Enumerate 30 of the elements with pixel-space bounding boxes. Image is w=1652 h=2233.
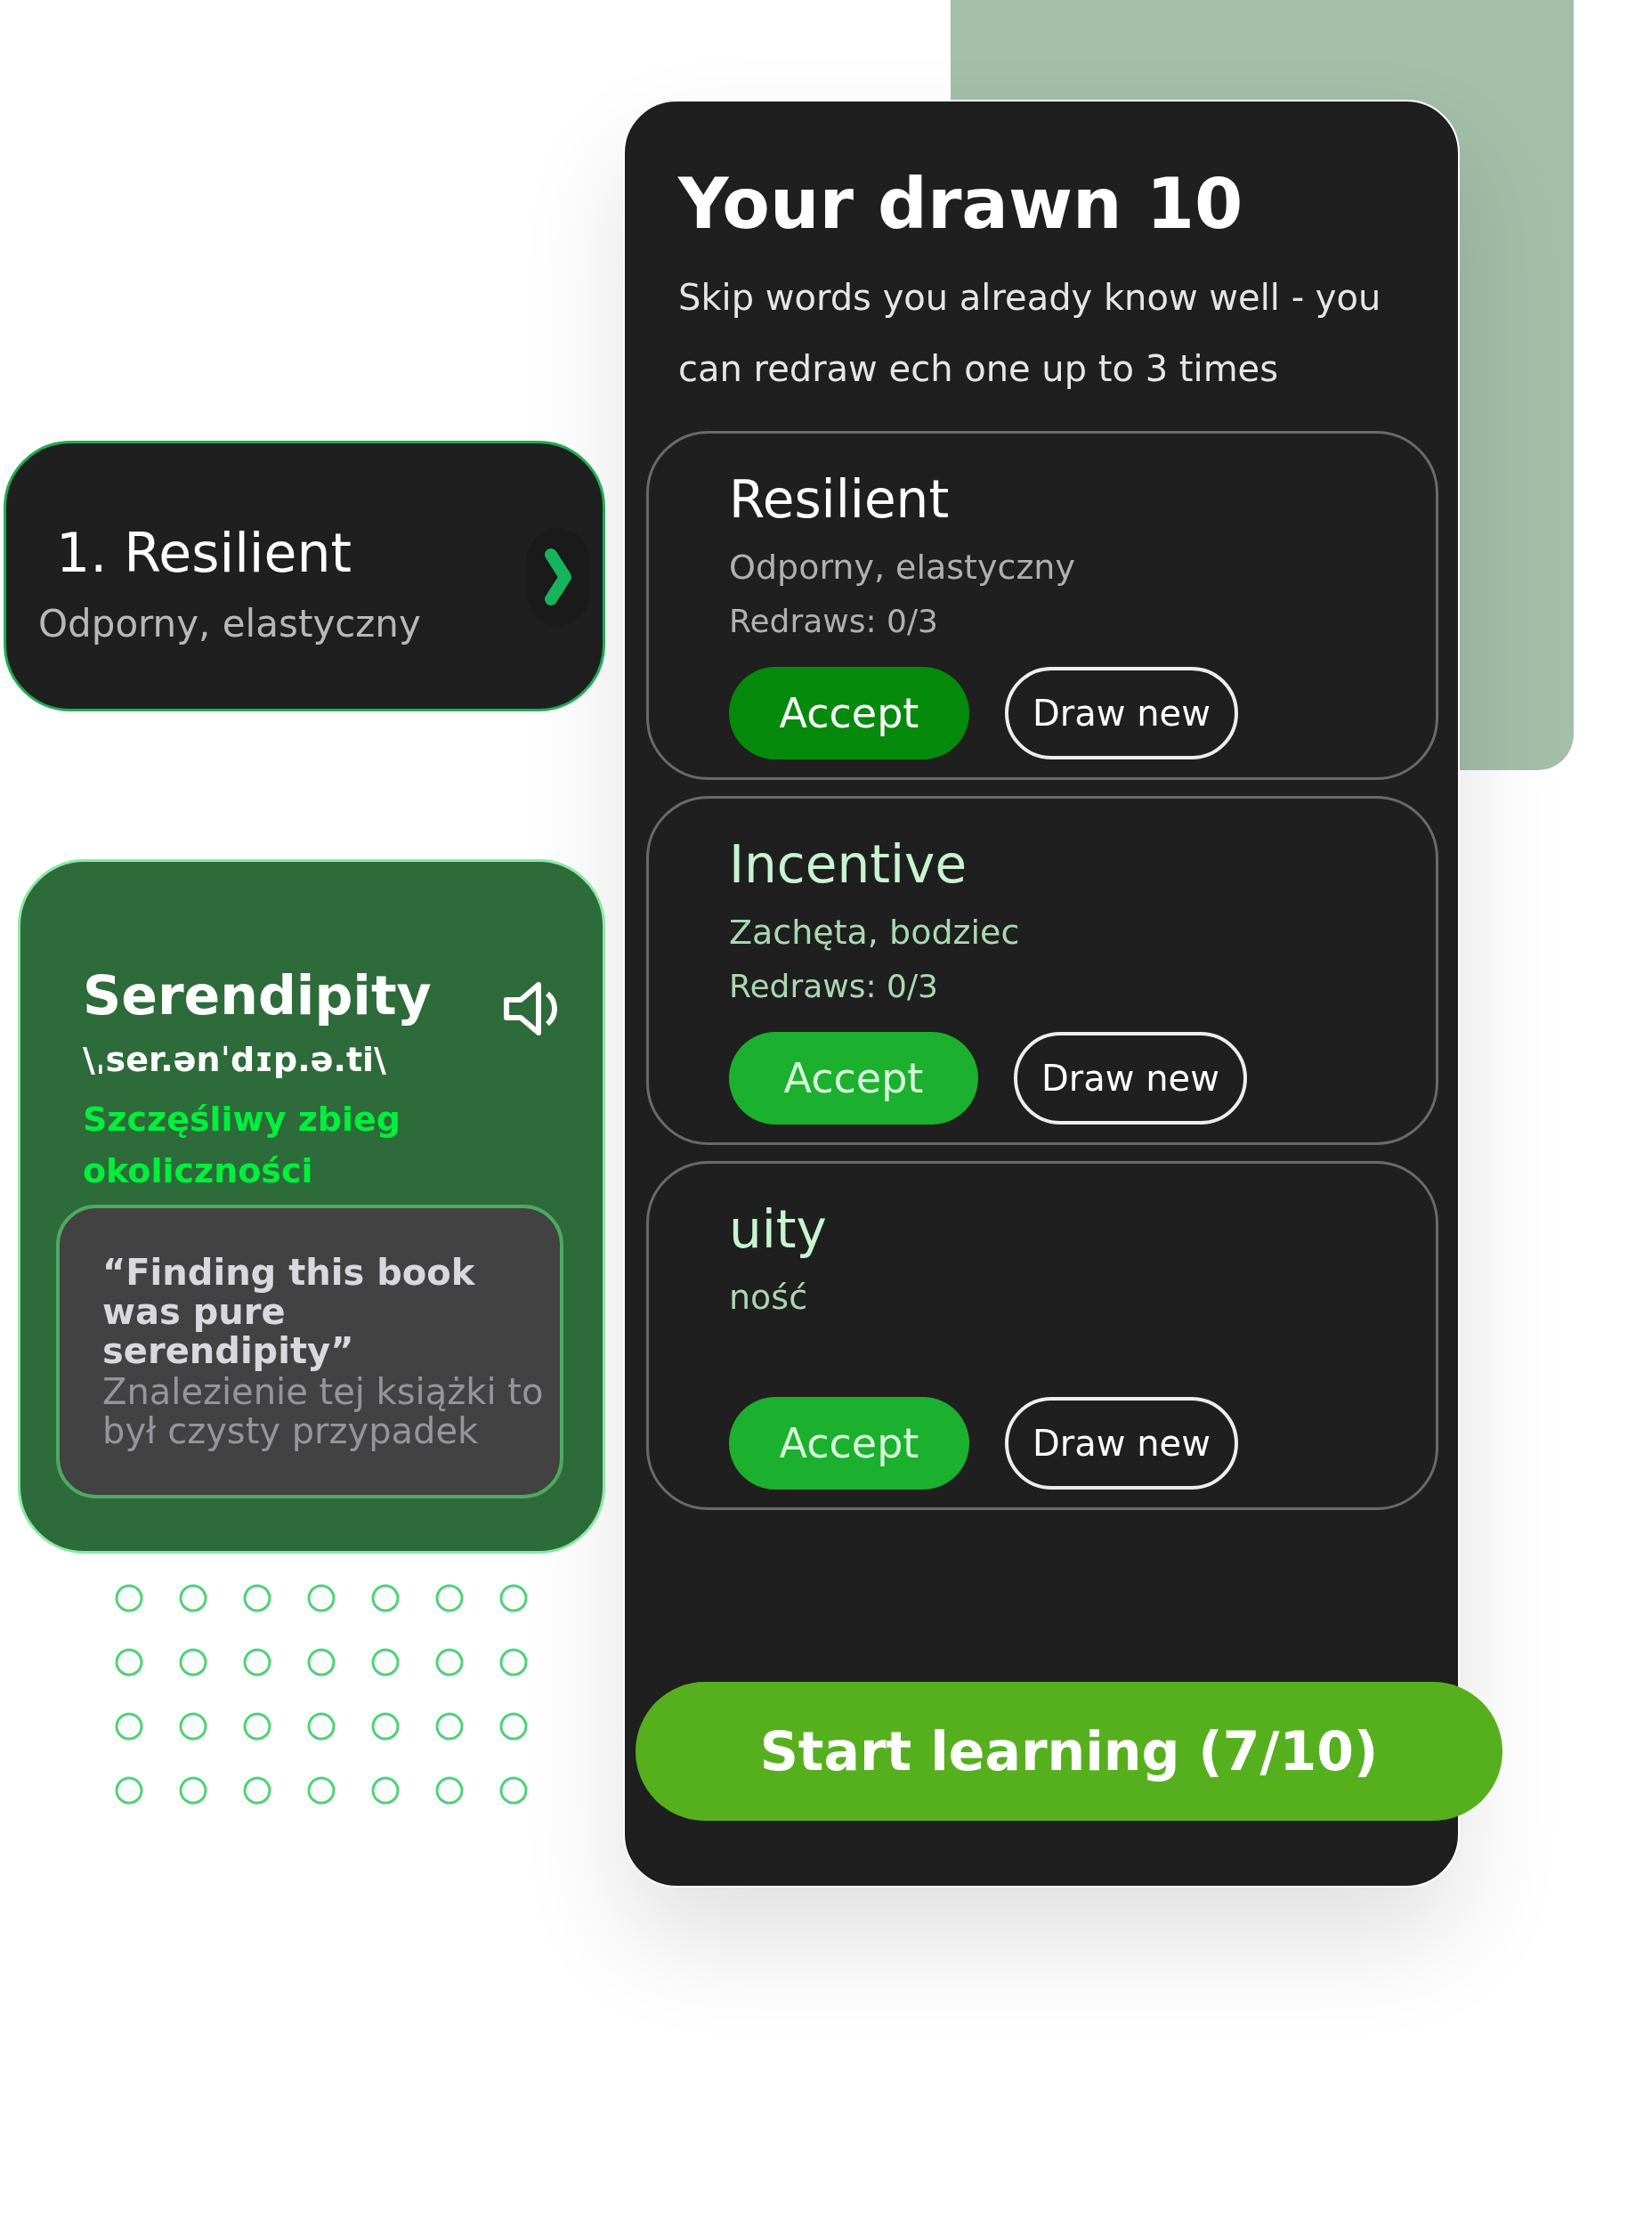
word-heading: Serendipity [83, 964, 432, 1027]
accept-button: Accept [729, 667, 969, 759]
accept-button: Accept [729, 1397, 969, 1490]
instruction-text: Skip words you already know well - you can redraw ech one up to 3 times [678, 276, 1382, 391]
word-heading: uity [729, 1199, 827, 1260]
screen-title: Your drawn 10 [678, 164, 1243, 244]
accept-button: Accept [729, 1032, 978, 1125]
word-popup-card [4, 441, 605, 711]
word-detail-card [18, 859, 605, 1554]
translation-text: Szczęśliwy zbieg okoliczności [83, 1099, 401, 1192]
word-card [646, 1161, 1438, 1510]
phonetic-transcription: \ˌser.ənˈdɪp.ə.ti\ [83, 1040, 386, 1079]
redraw-counter: Redraws: 0/3 [729, 968, 938, 1004]
word-heading: Incentive [729, 834, 968, 895]
translation-text: Zachęta, bodziec [729, 913, 1020, 952]
word-heading: 1. Resilient [56, 522, 352, 584]
draw-new-button: Draw new [1005, 667, 1238, 759]
word-heading: Resilient [729, 469, 950, 530]
example-sentence: “Finding this book was pure serendipity” [102, 1253, 476, 1370]
translation-text: Odporny, elastyczny [38, 602, 421, 646]
translation-text: Odporny, elastyczny [729, 548, 1075, 587]
draw-new-button: Draw new [1005, 1397, 1238, 1490]
example-translation: Znalezienie tej książki to był czysty przypadek [102, 1372, 545, 1450]
translation-text: ność [729, 1278, 808, 1317]
example-sentence-card [56, 1205, 563, 1498]
redraw-counter: Redraws: 0/3 [729, 603, 938, 639]
word-card [646, 431, 1438, 780]
start-learning-button: Start learning (7/10) [636, 1682, 1502, 1821]
draw-new-button: Draw new [1014, 1032, 1247, 1125]
word-card [646, 796, 1438, 1145]
